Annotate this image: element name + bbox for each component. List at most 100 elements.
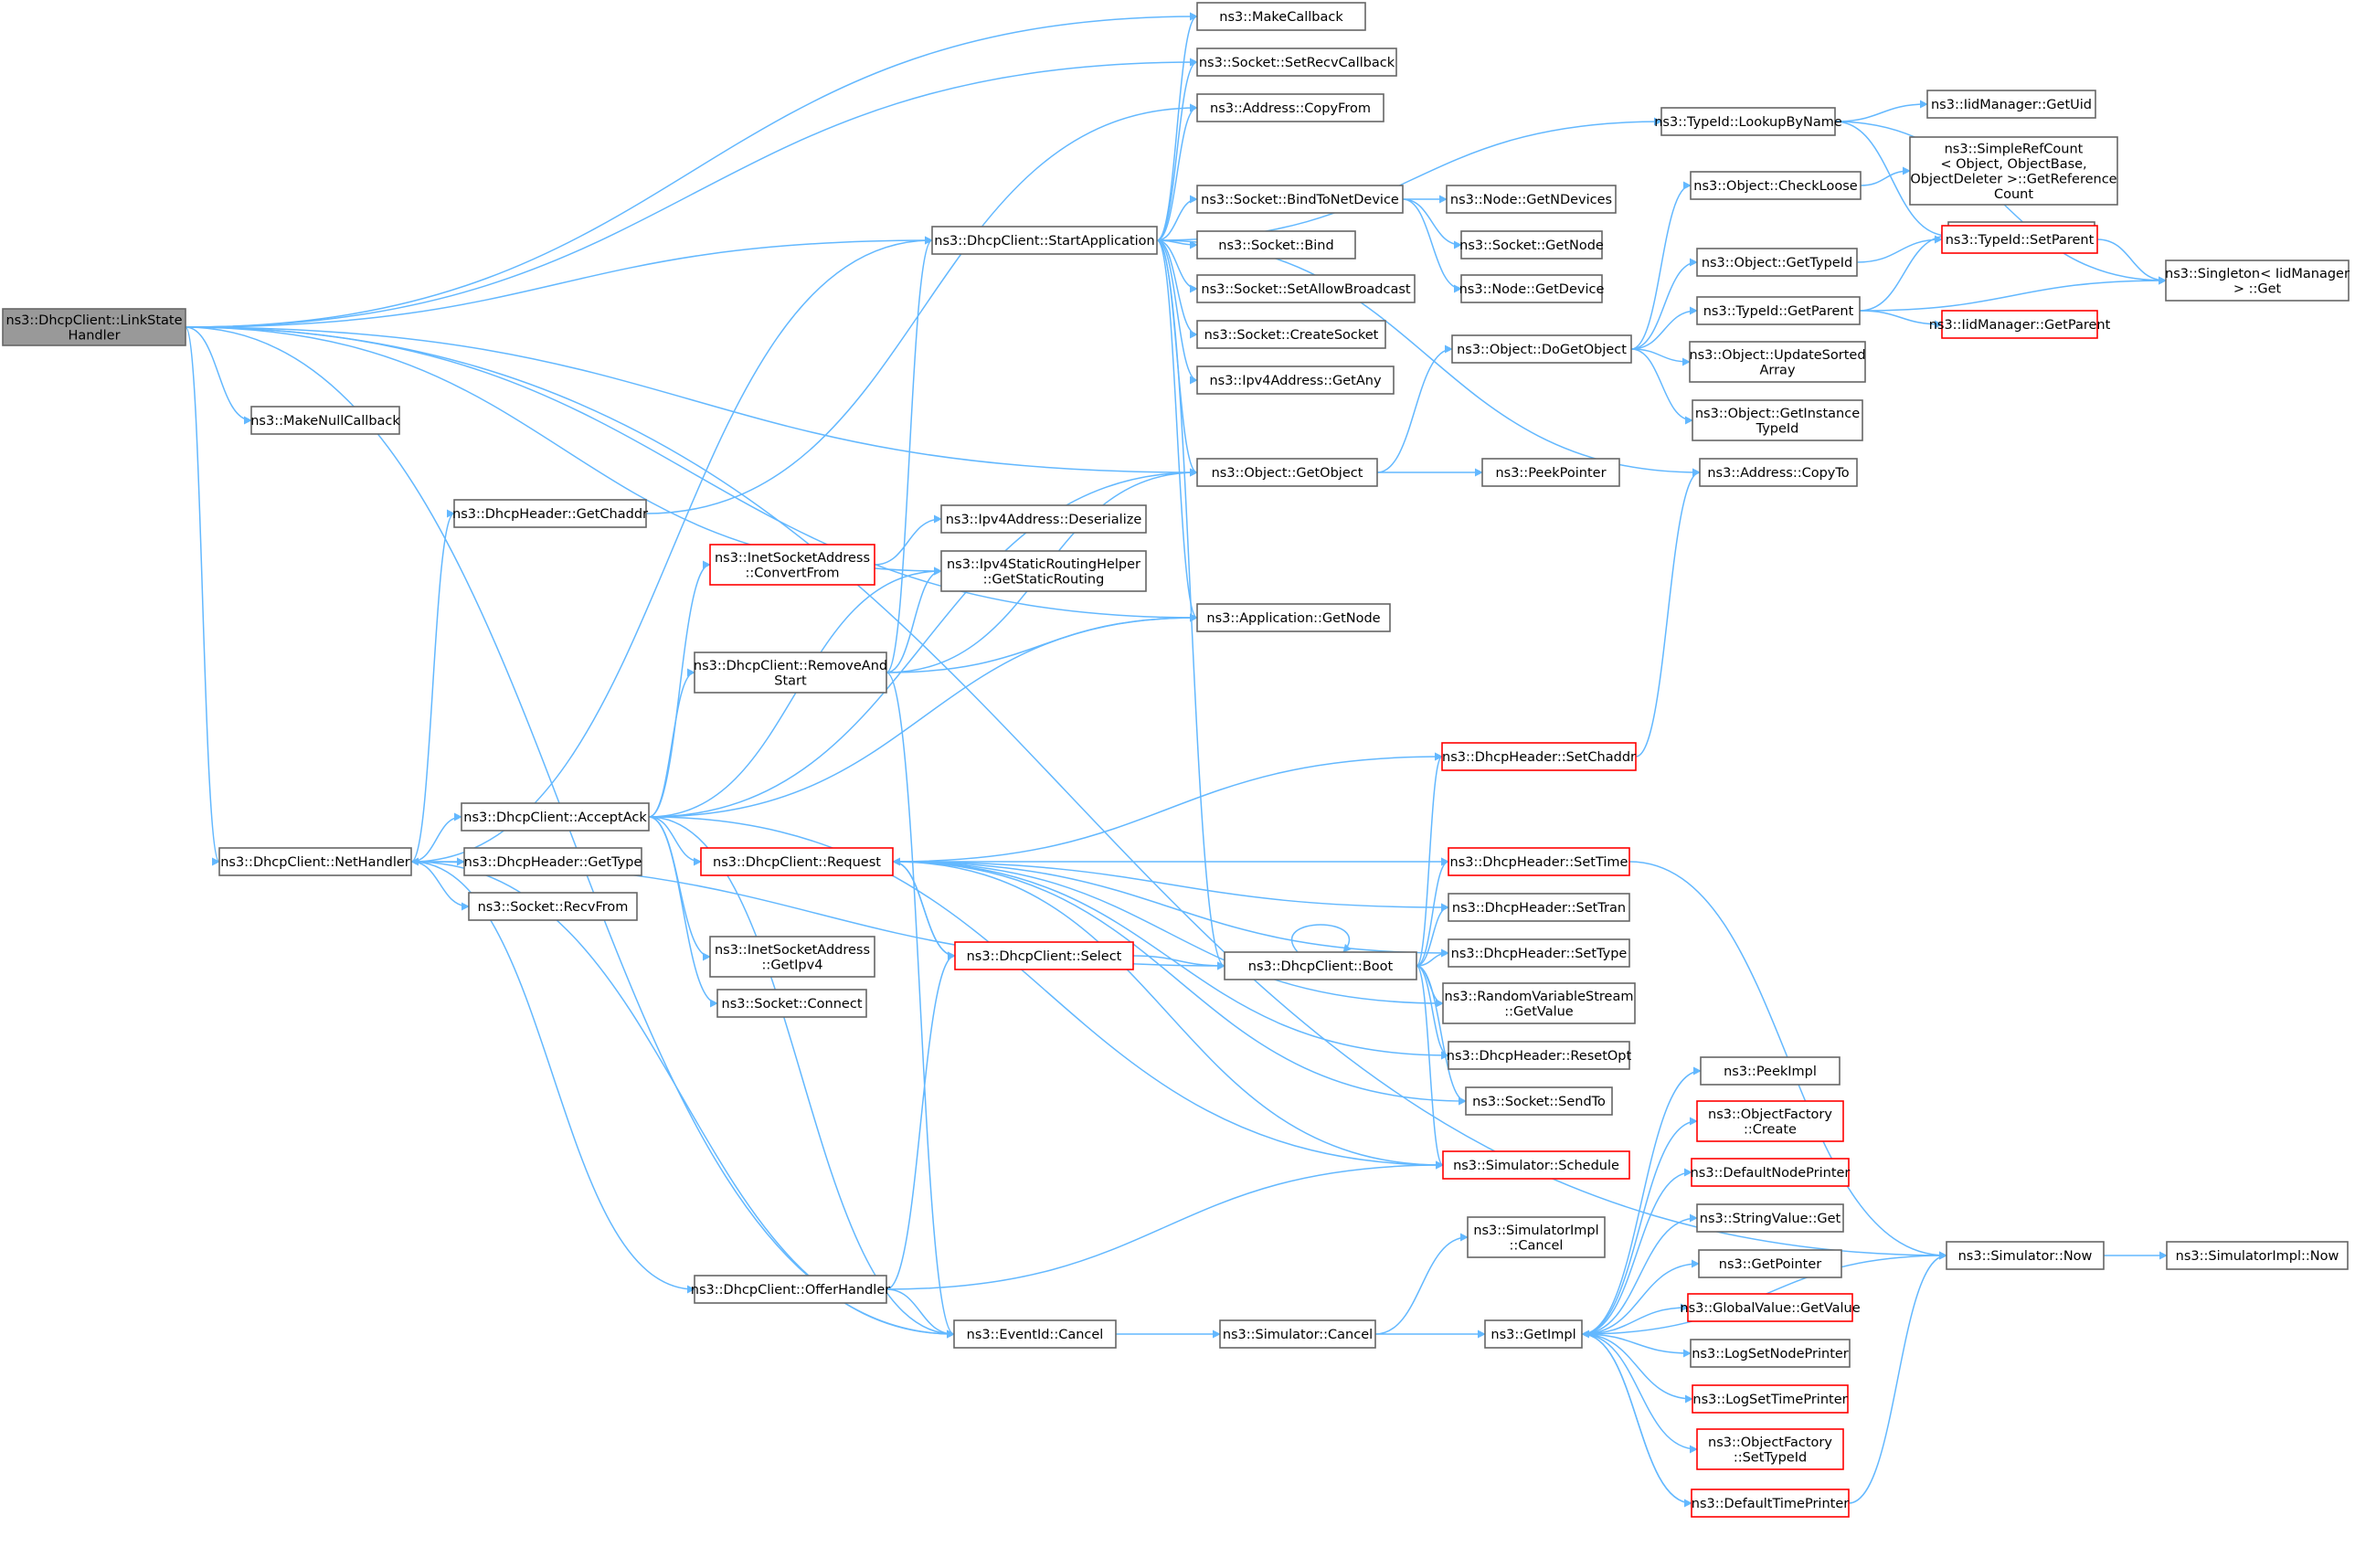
node-setbcast[interactable]: ns3::Socket::SetAllowBroadcast — [1196, 274, 1416, 303]
node-bindnetdev[interactable]: ns3::Socket::BindToNetDevice — [1196, 185, 1404, 214]
node-label: ns3::Simulator::Cancel — [1223, 1328, 1373, 1342]
node-sendto[interactable]: ns3::Socket::SendTo — [1465, 1086, 1613, 1116]
node-setchaddr[interactable]: ns3::DhcpHeader::SetChaddr — [1441, 742, 1637, 771]
node-simcancel[interactable]: ns3::Simulator::Cancel — [1219, 1319, 1376, 1349]
node-setrecv[interactable]: ns3::Socket::SetRecvCallback — [1196, 48, 1397, 77]
node-socknode[interactable]: ns3::Socket::GetNode — [1459, 230, 1604, 260]
node-ofsettype[interactable]: ns3::ObjectFactory::SetTypeId — [1696, 1428, 1844, 1470]
node-simnow[interactable]: ns3::Simulator::Now — [1946, 1241, 2105, 1270]
node-getobject[interactable]: ns3::Object::GetObject — [1196, 458, 1378, 487]
node-defnodeprinter[interactable]: ns3::DefaultNodePrinter — [1691, 1158, 1851, 1187]
node-simimplnow[interactable]: ns3::SimulatorImpl::Now — [2166, 1241, 2349, 1270]
node-ofcreate[interactable]: ns3::ObjectFactory::Create — [1696, 1100, 1844, 1142]
node-makecb[interactable]: ns3::MakeCallback — [1196, 2, 1366, 31]
node-label: ns3::LogSetNodePrinter — [1692, 1347, 1849, 1361]
node-box — [1224, 951, 1417, 980]
call-edge-startapp-to-appnode — [1156, 239, 1198, 622]
node-startapp[interactable]: ns3::DhcpClient::StartApplication — [931, 226, 1158, 255]
node-box — [954, 941, 1134, 970]
node-label: ns3::StringValue::Get — [1700, 1212, 1841, 1226]
call-edge-simcancel-to-simimplcancel — [1374, 1233, 1469, 1335]
node-logsettime[interactable]: ns3::LogSetTimePrinter — [1692, 1384, 1849, 1414]
node-ipv4deser[interactable]: ns3::Ipv4Address::Deserialize — [940, 504, 1147, 534]
node-gettype[interactable]: ns3::DhcpHeader::GetType — [463, 847, 642, 876]
node-dogetobject[interactable]: ns3::Object::DoGetObject — [1451, 334, 1632, 364]
node-box — [1448, 1041, 1630, 1070]
call-edge-link-to-makenullcb — [185, 326, 252, 425]
node-makenullcb[interactable]: ns3::MakeNullCallback — [250, 406, 400, 435]
node-appnode[interactable]: ns3::Application::GetNode — [1196, 603, 1391, 632]
node-box — [709, 936, 875, 978]
node-label: ns3::EventId::Cancel — [967, 1328, 1104, 1342]
node-settype[interactable]: ns3::DhcpHeader::SetType — [1448, 938, 1630, 968]
node-select[interactable]: ns3::DhcpClient::Select — [954, 941, 1134, 970]
node-getimpl[interactable]: ns3::GetImpl — [1484, 1319, 1583, 1349]
call-edge-startapp-to-setbcast — [1156, 239, 1198, 293]
node-gvget[interactable]: ns3::GlobalValue::GetValue — [1680, 1293, 1861, 1322]
node-box — [1196, 185, 1404, 214]
node-peekimpl[interactable]: ns3::PeekImpl — [1700, 1056, 1841, 1086]
node-iidgetparent[interactable]: ns3::IidManager::GetParent — [1929, 310, 2111, 339]
node-convfrom[interactable]: ns3::InetSocketAddress::ConvertFrom — [709, 544, 875, 586]
node-getstatic[interactable]: ns3::Ipv4StaticRoutingHelper::GetStaticR… — [940, 550, 1147, 592]
node-addrcopyfrom[interactable]: ns3::Address::CopyFrom — [1196, 93, 1384, 122]
node-getchaddr[interactable]: ns3::DhcpHeader::GetChaddr — [452, 499, 648, 528]
node-getuid[interactable]: ns3::IidManager::GetUid — [1926, 90, 2096, 119]
node-acceptack[interactable]: ns3::DhcpClient::AcceptAck — [461, 802, 650, 832]
node-box — [1692, 399, 1863, 441]
node-lookup[interactable]: ns3::TypeId::LookupByName — [1654, 107, 1842, 136]
node-createsock[interactable]: ns3::Socket::CreateSocket — [1196, 320, 1386, 349]
node-nethandler[interactable]: ns3::DhcpClient::NetHandler — [218, 847, 412, 876]
node-checkloose[interactable]: ns3::Object::CheckLoose — [1690, 171, 1862, 200]
node-label: ns3::Object::GetObject — [1212, 466, 1363, 481]
node-rvsget[interactable]: ns3::RandomVariableStream::GetValue — [1442, 982, 1636, 1024]
call-edge-offer-to-select — [886, 951, 956, 1290]
node-settran[interactable]: ns3::DhcpHeader::SetTran — [1448, 893, 1630, 922]
node-label: ns3::DhcpHeader::GetChaddr — [452, 507, 648, 522]
node-getany[interactable]: ns3::Ipv4Address::GetAny — [1196, 366, 1395, 395]
node-box — [1460, 230, 1603, 260]
node-evcancel[interactable]: ns3::EventId::Cancel — [953, 1319, 1117, 1349]
node-connect[interactable]: ns3::Socket::Connect — [716, 989, 867, 1018]
node-objgettypeid[interactable]: ns3::Object::GetTypeId — [1696, 248, 1858, 277]
node-addrcopyto[interactable]: ns3::Address::CopyTo — [1699, 458, 1858, 487]
call-edge-getimpl-to-defnodeprinter — [1581, 1168, 1692, 1335]
node-getdevice[interactable]: ns3::Node::GetDevice — [1459, 274, 1605, 303]
node-strget[interactable]: ns3::StringValue::Get — [1696, 1203, 1844, 1233]
node-logsetnode[interactable]: ns3::LogSetNodePrinter — [1690, 1339, 1851, 1368]
node-tidgetparent[interactable]: ns3::TypeId::GetParent — [1696, 296, 1861, 325]
call-edge-boot-to-sendto — [1416, 965, 1467, 1106]
node-singleton[interactable]: ns3::Singleton< IidManager> ::Get — [2165, 260, 2350, 302]
node-resetopt[interactable]: ns3::DhcpHeader::ResetOpt — [1447, 1041, 1632, 1070]
node-label: ns3::DhcpClient::StartApplication — [934, 234, 1154, 249]
node-refcount[interactable]: ns3::SimpleRefCount< Object, ObjectBase,… — [1909, 136, 2118, 206]
call-edge-link-to-startapp — [185, 236, 933, 328]
node-recvfrom[interactable]: ns3::Socket::RecvFrom — [468, 892, 638, 921]
node-label: ns3::LogSetTimePrinter — [1692, 1393, 1847, 1407]
node-simimplcancel[interactable]: ns3::SimulatorImpl::Cancel — [1467, 1216, 1606, 1258]
node-settime[interactable]: ns3::DhcpHeader::SetTime — [1448, 847, 1630, 876]
node-label: ns3::Object::CheckLoose — [1693, 179, 1857, 194]
node-box — [940, 550, 1147, 592]
node-sockbind[interactable]: ns3::Socket::Bind — [1196, 230, 1356, 260]
node-offer[interactable]: ns3::DhcpClient::OfferHandler — [691, 1275, 890, 1304]
node-getndev[interactable]: ns3::Node::GetNDevices — [1446, 185, 1617, 214]
node-box — [1448, 938, 1630, 968]
node-boot[interactable]: ns3::DhcpClient::Boot — [1224, 951, 1417, 980]
node-deftimeprinter[interactable]: ns3::DefaultTimePrinter — [1691, 1489, 1850, 1518]
node-getipv4[interactable]: ns3::InetSocketAddress::GetIpv4 — [709, 936, 875, 978]
node-request[interactable]: ns3::DhcpClient::Request — [700, 847, 894, 876]
node-schedule[interactable]: ns3::Simulator::Schedule — [1442, 1150, 1630, 1180]
node-label: ns3::Object::UpdateSorted — [1689, 348, 1865, 363]
node-box — [1696, 1428, 1844, 1470]
node-peekpointer[interactable]: ns3::PeekPointer — [1481, 458, 1620, 487]
node-box — [1465, 1086, 1613, 1116]
node-getpointer[interactable]: ns3::GetPointer — [1698, 1249, 1842, 1278]
node-label: ns3::GlobalValue::GetValue — [1680, 1301, 1860, 1316]
node-setparent[interactable]: ns3::TypeId::SetParent — [1941, 225, 2098, 254]
call-edge-link-to-setrecv — [185, 58, 1198, 328]
